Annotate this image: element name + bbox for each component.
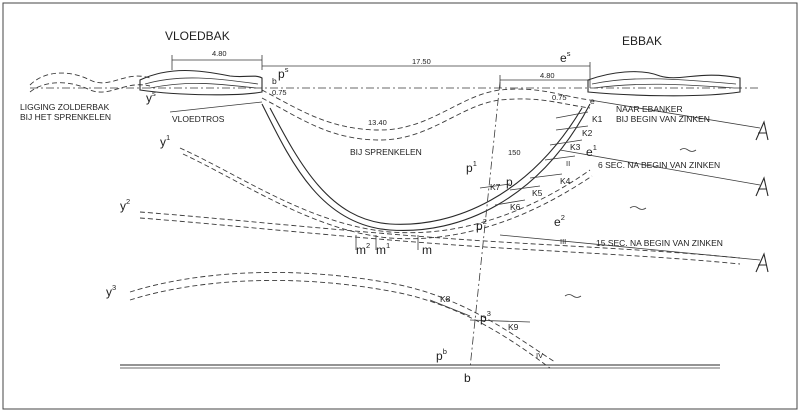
anchor-icon [755, 252, 769, 273]
point-y3: y3 [106, 283, 116, 299]
point-y1: y1 [160, 133, 170, 149]
sprenkel-curve-bottom [261, 97, 591, 141]
point-ys: ys [146, 89, 156, 105]
dim-075-left: 0.75 [272, 88, 287, 97]
point-pb: pb [436, 347, 447, 363]
sprenkel-curve-top [261, 88, 591, 131]
point-p-mid: p [506, 175, 513, 189]
ebbak-deck-line-2 [593, 83, 735, 89]
dim-075-right: 0.75 [552, 93, 567, 102]
dim-480-left-line [171, 55, 263, 70]
roman-iii: III [560, 237, 566, 246]
label-ligging-1: LIGGING ZOLDERBAK [20, 102, 110, 112]
point-y2: y2 [120, 197, 130, 213]
label-6sec: 6 SEC. NA BEGIN VAN ZINKEN [598, 160, 720, 170]
point-m: m [422, 243, 432, 257]
k8-segment [429, 299, 471, 317]
label-naar-ebanker-1: NAAR EBANKER [616, 104, 683, 114]
title-ebbak: EBBAK [622, 34, 662, 48]
cable-to-ebanker [589, 99, 761, 129]
point-p2: p2 [476, 217, 487, 233]
cable-k8: K8 [440, 294, 451, 304]
dim-150: 150 [508, 148, 521, 157]
y2-curve [139, 211, 741, 259]
m-marker-ticks [355, 235, 419, 250]
ripple-icon [629, 206, 647, 210]
k-cable-segments [479, 111, 589, 206]
cable-k7: K7 [490, 182, 501, 192]
zolderbak-left-curve-top [29, 72, 151, 86]
label-ligging-2: BIJ HET SPRENKELEN [20, 112, 111, 122]
cable-k5: K5 [532, 188, 543, 198]
vloedtros-line [169, 101, 263, 113]
y3-curve [129, 272, 556, 363]
point-e-right: e [590, 96, 595, 106]
vloedbak-deck-line-2 [149, 83, 257, 89]
point-es: es [560, 49, 571, 65]
cable-k1: K1 [592, 114, 603, 124]
dim-480-right: 4.80 [540, 71, 555, 80]
ebbak-pontoon [587, 71, 741, 97]
label-bij-sprenkelen: BIJ SPRENKELEN [350, 147, 422, 157]
point-b-top: b [272, 76, 277, 86]
cable-15sec [499, 234, 761, 261]
mattress-u-inner [269, 107, 583, 225]
cable-k3: K3 [570, 142, 581, 152]
y1-curve [179, 147, 591, 234]
vloedbak-deck-line [144, 77, 259, 85]
cable-6sec [559, 149, 761, 186]
cable-k9: K9 [508, 322, 519, 332]
point-m2: m2 [356, 241, 370, 257]
zolderbak-left-curve-bottom [29, 82, 151, 93]
ripple-icon [679, 148, 697, 152]
dim-1340: 13.40 [368, 118, 387, 127]
cable-k2: K2 [582, 128, 593, 138]
point-m1: m1 [376, 241, 390, 257]
label-naar-ebanker-2: BIJ BEGIN VAN ZINKEN [616, 114, 710, 124]
point-b-bottom: b [464, 371, 471, 385]
anchor-icon [755, 120, 769, 141]
dim-480-left: 4.80 [212, 49, 227, 58]
ripple-icon [564, 294, 582, 298]
frame [2, 2, 798, 410]
vloedbak-pontoon [139, 69, 263, 96]
y3-curve-2 [129, 280, 551, 369]
cable-k6: K6 [510, 202, 521, 212]
point-e1: e1 [586, 143, 597, 159]
point-p3: p3 [480, 309, 491, 325]
point-p1: p1 [466, 159, 477, 175]
y2-curve-2 [139, 217, 741, 265]
label-vloedtros: VLOEDTROS [172, 114, 225, 124]
ebbak-deck-line [591, 78, 737, 85]
dim-1750: 17.50 [412, 57, 431, 66]
point-ps: ps [278, 65, 289, 81]
point-e2: e2 [554, 213, 565, 229]
cable-k9 [469, 319, 531, 323]
title-vloedbak: VLOEDBAK [165, 29, 230, 43]
mattress-u-outer [261, 103, 591, 232]
roman-iv: IV [536, 351, 543, 360]
roman-ii: II [566, 159, 570, 168]
anchor-icon [755, 176, 769, 197]
cable-k4: K4 [560, 176, 571, 186]
y1-curve-2 [182, 153, 593, 240]
label-15sec: 15 SEC. NA BEGIN VAN ZINKEN [596, 238, 723, 248]
